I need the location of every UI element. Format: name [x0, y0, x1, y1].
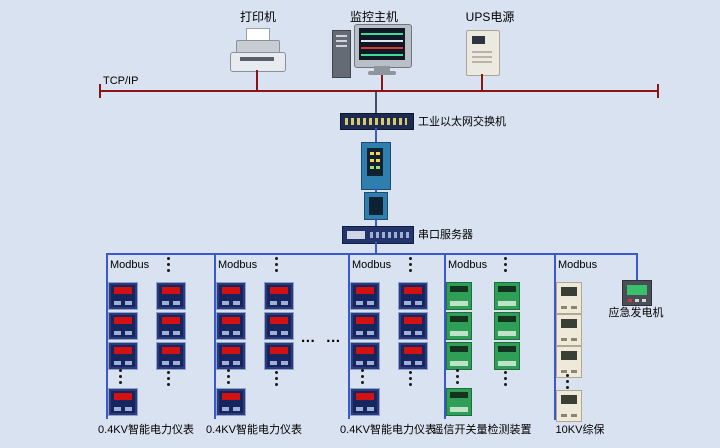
- ethernet-switch-icon: [340, 113, 414, 130]
- io-module-icon: [494, 282, 520, 310]
- modbus-bus-label: Modbus: [558, 259, 598, 271]
- ellipsis-vertical: [566, 374, 569, 389]
- power-meter-icon: [398, 312, 428, 340]
- io-module-icon: [494, 342, 520, 370]
- power-meter-icon: [108, 342, 138, 370]
- modbus-drop-line: [106, 253, 108, 419]
- power-meter-icon: [156, 312, 186, 340]
- ellipsis-horizontal: … …: [300, 329, 344, 346]
- serial-server-label: 串口服务器: [418, 229, 473, 241]
- printer-drop-line: [256, 70, 258, 90]
- power-meter-icon: [398, 342, 428, 370]
- generator-controller-icon: [622, 280, 652, 306]
- modbus-bus-label: Modbus: [448, 259, 488, 271]
- printer-body: [230, 52, 286, 72]
- power-meter-icon: [156, 342, 186, 370]
- connector-line: [375, 128, 377, 142]
- modbus-bus-line: [106, 253, 638, 255]
- modbus-drop-line: [444, 253, 446, 419]
- ellipsis-vertical: [227, 369, 230, 384]
- connector-line: [375, 242, 377, 253]
- group-bottom-label: 0.4KV智能电力仪表: [98, 424, 194, 436]
- ellipsis-vertical: [504, 371, 507, 386]
- protocol-converter-icon: [364, 192, 388, 220]
- ellipsis-vertical: [275, 257, 278, 272]
- power-meter-icon: [350, 282, 380, 310]
- modbus-drop-line: [348, 253, 350, 419]
- protection-relay-icon: [556, 390, 582, 422]
- ellipsis-vertical: [504, 257, 507, 272]
- ellipsis-vertical: [456, 369, 459, 384]
- ups-label: UPS电源: [465, 10, 515, 24]
- power-meter-icon: [350, 388, 380, 416]
- group-bottom-label: 10KV综保: [555, 424, 605, 436]
- group-bottom-label: 遥信开关量检测装置: [432, 424, 532, 436]
- tcpip-bus-end-tick: [99, 84, 101, 98]
- tcpip-bus-line: [100, 90, 658, 92]
- protection-relay-icon: [556, 282, 582, 314]
- power-meter-icon: [216, 342, 246, 370]
- ellipsis-vertical: [409, 257, 412, 272]
- power-meter-icon: [350, 342, 380, 370]
- io-module-icon: [446, 282, 472, 310]
- monitor-drop-line: [381, 75, 383, 90]
- tcpip-bus-end-tick: [657, 84, 659, 98]
- ellipsis-vertical: [275, 371, 278, 386]
- power-meter-icon: [108, 282, 138, 310]
- connector-line: [375, 218, 377, 226]
- io-module-icon: [494, 312, 520, 340]
- power-meter-icon: [156, 282, 186, 310]
- connector-line: [375, 92, 377, 113]
- ellipsis-vertical: [167, 371, 170, 386]
- group-bottom-label: 0.4KV智能电力仪表: [340, 424, 436, 436]
- io-module-icon: [446, 388, 472, 416]
- printer-icon: [228, 28, 286, 74]
- io-module-icon: [446, 312, 472, 340]
- pc-tower: [332, 30, 351, 78]
- protection-relay-icon: [556, 314, 582, 346]
- modbus-drop-line: [214, 253, 216, 419]
- ellipsis-vertical: [119, 369, 122, 384]
- io-module-icon: [446, 342, 472, 370]
- power-meter-icon: [108, 312, 138, 340]
- power-meter-icon: [216, 282, 246, 310]
- generator-drop-line: [636, 253, 638, 280]
- power-meter-icon: [108, 388, 138, 416]
- protection-relay-icon: [556, 346, 582, 378]
- crt-base: [368, 71, 396, 75]
- generator-label: 应急发电机: [608, 307, 664, 319]
- printer-slot: [240, 57, 274, 61]
- serial-server-icon: [342, 226, 414, 244]
- ups-drop-line: [481, 74, 483, 90]
- monitor-host-icon: [330, 24, 414, 78]
- power-meter-icon: [264, 282, 294, 310]
- power-meter-icon: [350, 312, 380, 340]
- tcpip-label: TCP/IP: [103, 75, 139, 87]
- ellipsis-vertical: [167, 257, 170, 272]
- power-meter-icon: [216, 388, 246, 416]
- power-meter-icon: [264, 342, 294, 370]
- modbus-drop-line: [554, 253, 556, 420]
- crt-screen: [359, 28, 405, 60]
- modbus-bus-label: Modbus: [352, 259, 392, 271]
- ups-icon: [466, 30, 500, 76]
- ellipsis-vertical: [409, 371, 412, 386]
- group-bottom-label: 0.4KV智能电力仪表: [206, 424, 302, 436]
- crt-stand: [374, 66, 390, 71]
- modbus-bus-label: Modbus: [218, 259, 258, 271]
- power-meter-icon: [216, 312, 246, 340]
- monitor-label: 监控主机: [349, 10, 398, 24]
- power-meter-icon: [398, 282, 428, 310]
- power-meter-icon: [264, 312, 294, 340]
- modbus-bus-label: Modbus: [110, 259, 150, 271]
- media-converter-icon: [361, 142, 391, 190]
- connector-line: [375, 188, 377, 192]
- ethernet-switch-label: 工业以太网交换机: [418, 116, 506, 128]
- printer-label: 打印机: [239, 10, 276, 24]
- ellipsis-vertical: [361, 369, 364, 384]
